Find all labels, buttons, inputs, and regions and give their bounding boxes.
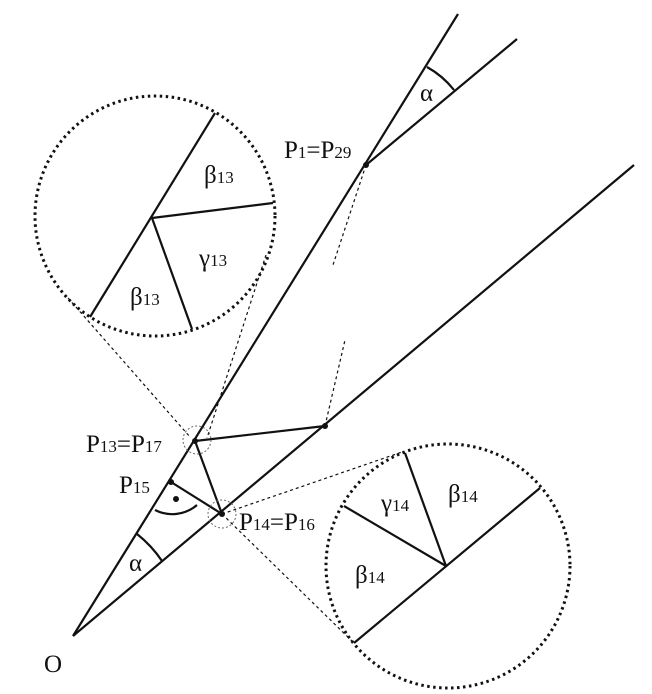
segment-p13-to-lower-ray (194, 424, 326, 443)
label-p15: P15 (119, 472, 150, 499)
highlight-circle-p14 (207, 499, 237, 529)
label-p1-p29: P1=P29 (284, 137, 351, 164)
label-alpha-top: α (420, 80, 433, 107)
point-p15 (168, 479, 174, 485)
point-lower-ray (322, 423, 328, 429)
label-gamma14: γ14 (380, 490, 410, 517)
segment-p13-p14 (193, 440, 224, 515)
zoom-circle-right: γ14 β14 β14 (324, 442, 572, 690)
label-gamma13: γ13 (198, 245, 227, 272)
label-beta14-left: β14 (355, 562, 385, 589)
point-p13 (192, 438, 198, 444)
label-beta14-top: β14 (448, 481, 478, 508)
alpha-arc-bottom (136, 533, 163, 562)
zoom-circle-left: β13 γ13 β13 (33, 94, 277, 338)
zoom-connector-left-b (206, 254, 267, 439)
right-angle-arc (154, 504, 198, 516)
dotted-extension-p1 (332, 164, 367, 266)
alpha-arc-top (426, 66, 455, 91)
reflected-ray-top (365, 38, 518, 166)
label-p14-p16: P14=P16 (239, 509, 315, 536)
label-beta13-top: β13 (204, 162, 234, 189)
dotted-extension-lower (324, 339, 346, 427)
label-origin: O (44, 651, 62, 678)
highlight-circle-p13 (182, 425, 212, 455)
lower-ray (72, 164, 635, 637)
point-p1 (363, 162, 369, 168)
zoom-connector-right-a (221, 451, 403, 515)
segment-p15-p14 (170, 481, 223, 515)
label-beta13-bottom: β13 (130, 284, 160, 311)
zoom-connector-left-a (67, 297, 191, 438)
right-angle-dot (173, 496, 179, 502)
point-p14 (219, 511, 225, 517)
label-p13-p17: P13=P17 (86, 431, 162, 458)
label-alpha-bottom: α (129, 550, 142, 577)
zoom-connector-right-b (221, 513, 355, 644)
upper-ray (72, 13, 459, 637)
